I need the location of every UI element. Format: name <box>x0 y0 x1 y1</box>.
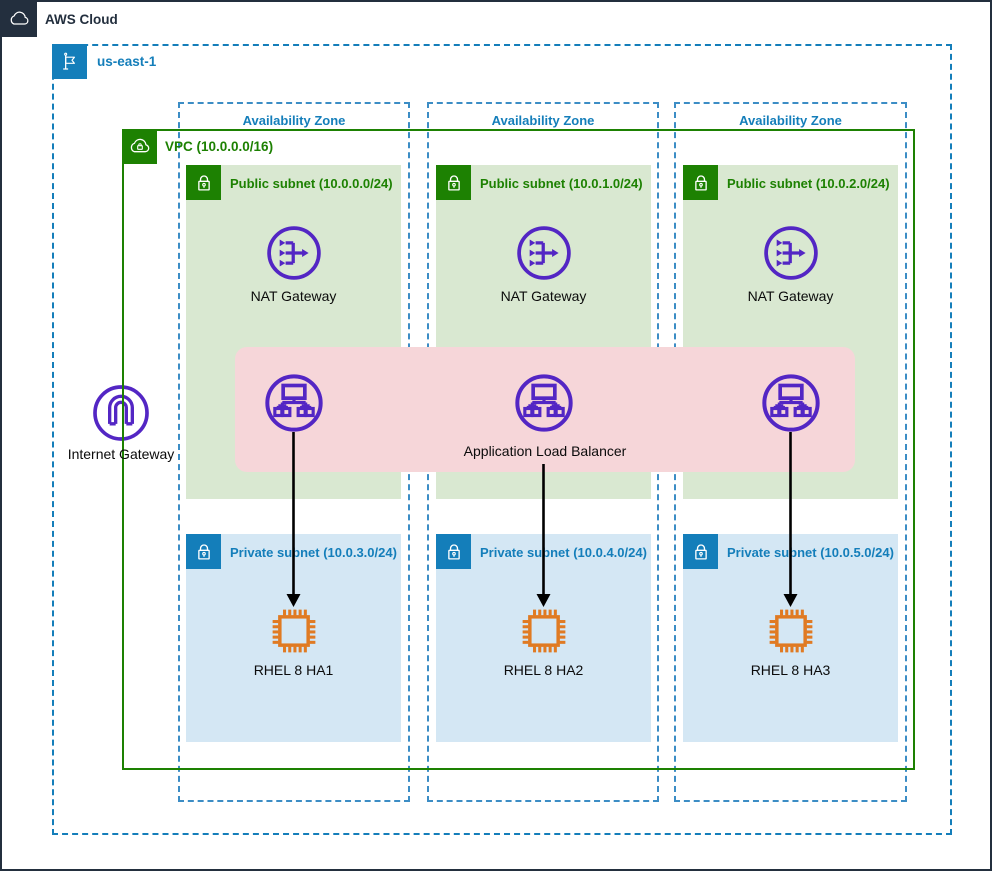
availability-zone-1-label: Availability Zone <box>242 113 346 128</box>
nat-gateway-label: NAT Gateway <box>747 288 834 304</box>
nat-gateway-icon <box>516 226 571 280</box>
nat-gateway-label: NAT Gateway <box>250 288 337 304</box>
instance-label: RHEL 8 HA1 <box>253 662 334 678</box>
cloud-glyph <box>10 11 29 25</box>
lock-icon <box>447 543 460 560</box>
public-subnet-1-label: Public subnet (10.0.0.0/24) <box>230 176 393 191</box>
lock-icon <box>694 543 707 560</box>
aws-cloud-icon <box>2 2 37 37</box>
load-balancer-icon <box>514 374 573 432</box>
load-balancer-label: Application Load Balancer <box>463 443 627 459</box>
instance-label: RHEL 8 HA3 <box>750 662 831 678</box>
public-subnet-3-icon <box>683 165 718 200</box>
availability-zone-2-label: Availability Zone <box>491 113 595 128</box>
public-subnet-2-icon <box>436 165 471 200</box>
private-subnet-2-icon <box>436 534 471 569</box>
private-subnet-2: Private subnet (10.0.4.0/24) RHEL 8 HA2 <box>436 534 651 742</box>
load-balancer-icon <box>761 374 820 432</box>
nat-gateway-label: NAT Gateway <box>500 288 587 304</box>
internet-gateway-icon <box>93 385 149 441</box>
vpc-icon <box>122 129 157 164</box>
private-subnet-3-label: Private subnet (10.0.5.0/24) <box>727 545 894 560</box>
private-subnet-2-label: Private subnet (10.0.4.0/24) <box>480 545 647 560</box>
private-subnet-1-label: Private subnet (10.0.3.0/24) <box>230 545 397 560</box>
lock-icon <box>197 543 210 560</box>
public-subnet-3-label: Public subnet (10.0.2.0/24) <box>727 176 890 191</box>
public-subnet-1-icon <box>186 165 221 200</box>
public-subnet-2-label: Public subnet (10.0.1.0/24) <box>480 176 643 191</box>
lock-icon <box>197 174 210 191</box>
flag-glyph <box>62 52 75 70</box>
region-icon <box>52 44 87 79</box>
ec2-instance-icon <box>769 609 812 653</box>
lock-icon <box>447 174 460 191</box>
region-boundary <box>52 44 952 835</box>
availability-zone-3-label: Availability Zone <box>739 113 842 128</box>
vpc-boundary <box>122 129 915 770</box>
private-subnet-3-icon <box>683 534 718 569</box>
nat-gateway-icon <box>763 226 818 280</box>
ec2-instance-icon <box>272 609 315 653</box>
lock-icon <box>694 174 707 191</box>
instance-label: RHEL 8 HA2 <box>503 662 584 678</box>
aws-cloud-title: AWS Cloud <box>45 12 118 27</box>
load-balancer-icon <box>264 374 323 432</box>
internet-gateway-label: Internet Gateway <box>67 446 175 462</box>
load-balancer-band <box>235 347 855 472</box>
private-subnet-1: Private subnet (10.0.3.0/24) RHEL 8 HA1 <box>186 534 401 742</box>
nat-gateway-icon <box>266 226 321 280</box>
ec2-instance-icon <box>522 609 565 653</box>
region-label: us-east-1 <box>97 54 157 69</box>
vpc-cloud-lock-glyph <box>130 138 149 152</box>
private-subnet-1-icon <box>186 534 221 569</box>
vpc-label: VPC (10.0.0.0/16) <box>165 139 274 154</box>
private-subnet-3: Private subnet (10.0.5.0/24) RHEL 8 HA3 <box>683 534 898 742</box>
